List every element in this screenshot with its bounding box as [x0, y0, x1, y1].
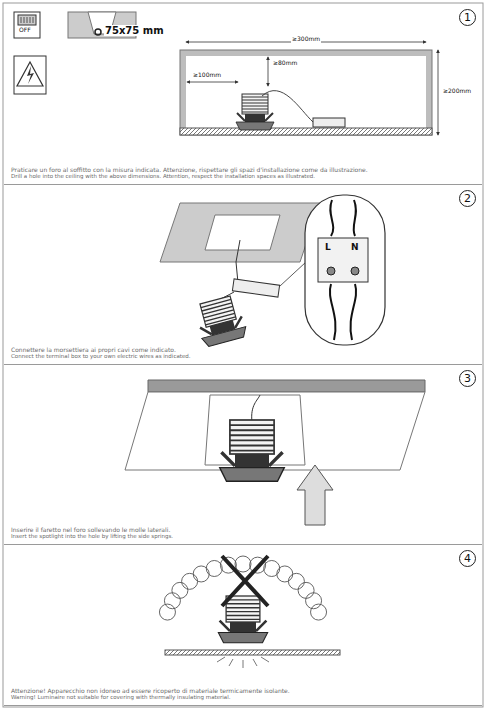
warning-icon [14, 56, 46, 94]
switch-label: OFF [18, 27, 32, 34]
switch-icon [14, 12, 40, 38]
caption-english: Connect the terminal box to your own ele… [11, 353, 458, 360]
caption-italian: Praticare un foro al soffitto con la mis… [11, 166, 458, 174]
step-number: 3 [459, 370, 476, 387]
step-number: 4 [459, 550, 476, 567]
dimension-label: ≥300mm [291, 36, 321, 43]
step-panel: 2Connettere la morsettiera ai propri cav… [4, 185, 482, 365]
terminal-label: L [324, 243, 332, 253]
step-panel: 1Praticare un foro al soffitto con la mi… [4, 4, 482, 185]
ceiling-plate [160, 203, 320, 262]
caption-group: Praticare un foro al soffitto con la mis… [11, 166, 458, 180]
caption-italian: Attenzione! Apparecchio non idoneo ad es… [11, 687, 458, 695]
caption-italian: Inserire il faretto nel foro sollevando … [11, 526, 458, 534]
terminal-label: N [350, 243, 360, 253]
ceiling-slab [148, 380, 425, 392]
cross-mark [222, 556, 268, 606]
step-panel: 4Attenzione! Apparecchio non idoneo ad e… [4, 545, 482, 706]
caption-english: Warning! Luminaire not suitable for cove… [11, 694, 458, 701]
step-number: 2 [459, 190, 476, 207]
terminal-block [318, 238, 368, 282]
caption-group: Inserire il faretto nel foro sollevando … [11, 526, 458, 540]
step-panel: 3Inserire il faretto nel foro sollevando… [4, 365, 482, 545]
dimension-label: ≥200mm [442, 88, 472, 95]
driver-box [232, 279, 279, 297]
hole-size: 75x75 mm [104, 25, 165, 36]
caption-italian: Connettere la morsettiera ai propri cavi… [11, 346, 458, 354]
dimension-label: ≥80mm [272, 60, 298, 67]
zoom-detail [305, 195, 385, 345]
step-number: 1 [459, 9, 476, 26]
caption-english: Drill a hole into the ceiling with the a… [11, 173, 458, 180]
dimension-label: ≥100mm [192, 72, 222, 79]
ceiling-cavity [180, 50, 432, 135]
driver-box [313, 118, 345, 127]
caption-group: Connettere la morsettiera ai propri cavi… [11, 346, 458, 360]
caption-group: Attenzione! Apparecchio non idoneo ad es… [11, 687, 458, 701]
up-arrow [297, 465, 333, 525]
caption-english: Insert the spotlight into the hole by li… [11, 533, 458, 540]
